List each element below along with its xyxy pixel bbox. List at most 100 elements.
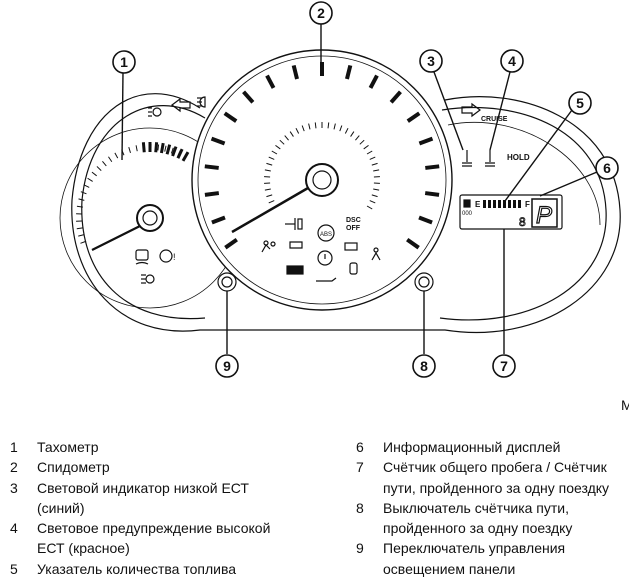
callout-1: 1 — [112, 50, 136, 74]
speed-major-tick — [223, 111, 238, 123]
trip-meter-knob[interactable] — [414, 272, 434, 292]
tach-redline-tick — [176, 148, 184, 159]
parking-brake-icon — [285, 218, 303, 230]
tach-tick — [91, 171, 97, 177]
svg-text:4: 4 — [508, 53, 516, 69]
speed-inner-tick — [284, 135, 289, 141]
tachometer-needle — [91, 225, 141, 251]
tachometer: ! — [59, 96, 241, 309]
tach-redline-tick — [171, 146, 178, 157]
speed-major-tick — [210, 136, 226, 146]
speed-major-tick — [418, 136, 434, 146]
fuel-bar — [498, 200, 501, 208]
gear-indicator: P — [536, 202, 552, 229]
headlight-icon — [197, 96, 206, 108]
speed-major-tick — [291, 64, 299, 80]
abs-icon: ABS — [317, 224, 335, 242]
callout-2: 2 — [309, 1, 333, 25]
tach-tick — [135, 145, 138, 152]
turn-right-arrow-icon — [461, 102, 481, 118]
tach-tick — [128, 146, 131, 154]
tach-tick — [96, 166, 102, 171]
speed-inner-tick — [371, 194, 378, 198]
callout-markers: 1 2 3 4 5 6 7 8 9 — [112, 1, 619, 378]
tach-redline-tick — [159, 142, 165, 154]
speed-major-tick — [406, 111, 421, 123]
instrument-cluster-diagram: ! ABS DSC OFF CRUISE HOLD E F 000 — [59, 1, 621, 378]
speed-inner-tick — [366, 150, 373, 155]
speed-inner-tick — [373, 169, 380, 172]
speed-inner-tick — [366, 205, 373, 210]
car-door-icon — [349, 262, 358, 275]
tach-tick — [78, 234, 85, 237]
fuel-bar — [488, 200, 491, 208]
speed-inner-tick — [373, 188, 380, 191]
speed-inner-tick — [371, 162, 378, 166]
speedometer-ticks — [204, 62, 440, 250]
speed-inner-tick — [264, 169, 271, 172]
fuel-bar — [493, 200, 496, 208]
fuel-pump-icon — [463, 199, 471, 208]
right-gauge: CRUISE HOLD E F 000 P 8 — [447, 102, 601, 230]
speed-inner-tick — [289, 131, 294, 137]
tach-tick — [170, 147, 174, 154]
callout-7: 7 — [492, 354, 516, 378]
svg-text:7: 7 — [500, 358, 508, 374]
steering-warning-icon: ! — [159, 249, 176, 263]
speed-inner-tick — [266, 162, 273, 166]
callout-5: 5 — [568, 91, 592, 115]
brake-warning-icon — [317, 250, 333, 266]
panel-illumination-knob[interactable] — [217, 272, 237, 292]
fuel-gauge-bars — [483, 200, 521, 208]
speed-inner-tick — [355, 135, 360, 141]
battery-icon — [344, 242, 358, 251]
tach-tick — [80, 191, 87, 195]
svg-text:F: F — [525, 200, 530, 209]
fuel-bar — [503, 200, 506, 208]
odometer-readout: 000 — [462, 211, 473, 217]
speed-major-tick — [211, 215, 226, 225]
callout-4: 4 — [500, 49, 524, 73]
svg-text:3: 3 — [427, 53, 435, 69]
check-engine-icon — [289, 241, 303, 249]
speed-inner-tick — [264, 188, 271, 191]
speed-major-tick — [418, 215, 433, 225]
svg-text:1: 1 — [120, 54, 128, 70]
gear-digit: 8 — [519, 215, 526, 229]
speed-major-tick — [345, 64, 353, 80]
tach-tick — [114, 152, 119, 159]
cruise-indicator: CRUISE — [481, 116, 508, 123]
speed-inner-tick — [314, 122, 317, 129]
callout-9: 9 — [215, 354, 239, 378]
low-temp-icon — [462, 150, 472, 167]
svg-text:2: 2 — [317, 5, 325, 21]
speed-inner-tick — [268, 200, 275, 204]
tach-redline-tick — [141, 142, 146, 153]
speed-inner-tick — [275, 144, 281, 150]
fuel-bar — [508, 200, 511, 208]
svg-text:8: 8 — [420, 358, 428, 374]
speed-inner-tick — [369, 156, 376, 160]
speed-inner-tick — [268, 156, 275, 160]
speed-inner-tick — [327, 122, 330, 129]
speed-major-tick — [204, 164, 219, 170]
dsc-off-label: DSC — [346, 217, 361, 224]
speed-major-tick — [224, 238, 238, 250]
tach-tick — [80, 240, 87, 244]
svg-text:6: 6 — [603, 160, 611, 176]
speed-inner-tick — [339, 125, 343, 132]
callout-8: 8 — [412, 354, 436, 378]
speed-inner-tick — [279, 139, 285, 145]
cluster-outline — [71, 93, 621, 334]
svg-text:9: 9 — [223, 358, 231, 374]
callout-3: 3 — [419, 49, 443, 73]
door-open-icon — [286, 265, 304, 275]
